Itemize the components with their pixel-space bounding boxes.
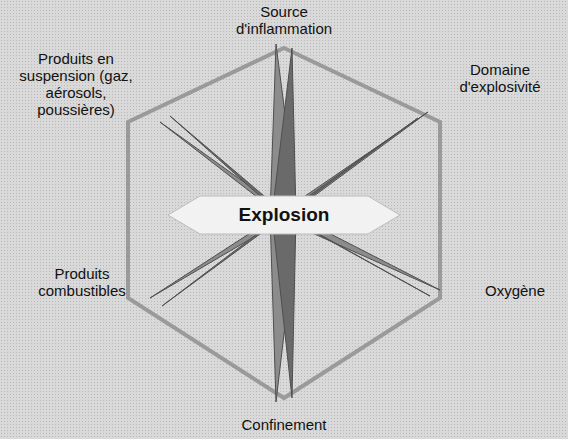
hazard-label: Oxygène xyxy=(470,282,560,299)
center-label: Explosion xyxy=(209,204,359,226)
hazard-label: Produits en suspension (gaz, aérosols, p… xyxy=(6,50,146,118)
hazard-label: Confinement xyxy=(214,416,354,433)
hazard-label: Source d'inflammation xyxy=(224,3,344,37)
spikes xyxy=(150,44,440,402)
hazard-label: Produits combustibles xyxy=(22,265,142,299)
hexagon-outline xyxy=(128,48,440,398)
hazard-label: Domaine d'explosivité xyxy=(440,61,560,95)
center-band xyxy=(168,196,400,234)
